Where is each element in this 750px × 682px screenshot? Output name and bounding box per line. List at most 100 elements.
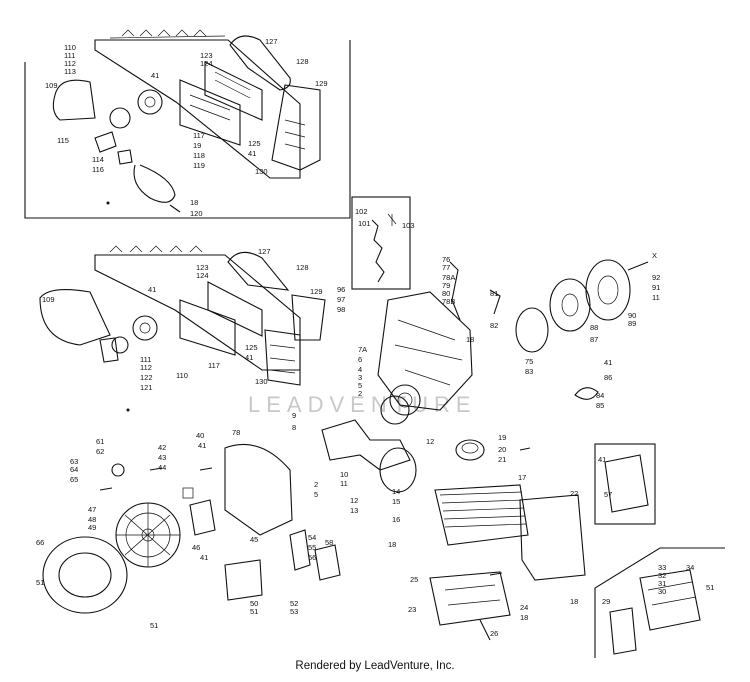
part-label: 41	[200, 553, 208, 562]
part-label: 90	[628, 311, 636, 320]
filter-box	[594, 547, 725, 658]
part-label: 41	[198, 441, 206, 450]
part-label: 97	[337, 295, 345, 304]
part-label: 31	[658, 579, 666, 588]
part-label: 18	[570, 597, 578, 606]
part-label: 19	[498, 433, 506, 442]
part-label: 5	[314, 490, 318, 499]
part-label: 21	[498, 455, 506, 464]
part-label: 85	[596, 401, 604, 410]
part-label: 50	[250, 599, 258, 608]
part-label: 20	[498, 445, 506, 454]
part-label: 78B	[442, 297, 455, 306]
part-label: 115	[57, 136, 69, 145]
part-label: 17	[518, 473, 526, 482]
part-label: 78	[232, 428, 240, 437]
part-label: 111	[64, 51, 75, 60]
part-label: 122	[140, 373, 153, 382]
part-label: 117	[193, 131, 205, 140]
part-label: 130	[255, 167, 268, 176]
part-label: 11	[340, 479, 348, 488]
part-label: 24	[520, 603, 528, 612]
part-label: 41	[148, 285, 156, 294]
part-label: 80	[442, 289, 450, 298]
part-label: 54	[308, 533, 316, 542]
part-label: 13	[350, 506, 358, 515]
part-label: 56	[308, 553, 316, 562]
part-label: 121	[140, 383, 153, 392]
part-label: 26	[490, 629, 498, 638]
part-label: 45	[250, 535, 258, 544]
part-label: 7A	[358, 345, 367, 354]
part-label: 119	[193, 161, 205, 170]
part-label: 3	[358, 373, 362, 382]
part-label: 113	[64, 67, 76, 76]
part-label: 57	[604, 490, 612, 499]
part-label: 51	[706, 583, 714, 592]
part-label: 116	[92, 165, 104, 174]
part-label: 18	[466, 335, 474, 344]
part-label: 114	[92, 155, 104, 164]
part-label: 124	[200, 59, 213, 68]
part-label: 86	[604, 373, 612, 382]
part-label: 96	[337, 285, 345, 294]
part-label: 109	[45, 81, 58, 90]
part-label: 41	[598, 455, 606, 464]
part-label: 2	[314, 480, 318, 489]
engine-group	[42, 395, 586, 641]
part-label: 75	[525, 357, 533, 366]
part-label: 117	[208, 361, 220, 370]
part-label: 18	[520, 613, 528, 622]
part-label: 58	[325, 538, 333, 547]
part-label: 76	[442, 255, 450, 264]
part-label: 110	[64, 43, 76, 52]
footer-credit: Rendered by LeadVenture, Inc.	[295, 660, 455, 672]
part-label: 52	[290, 599, 298, 608]
part-label: 46	[192, 543, 200, 552]
part-label: 18	[190, 198, 198, 207]
part-label: 5	[358, 381, 362, 390]
part-label: 79	[442, 281, 450, 290]
part-label: 48	[88, 515, 96, 524]
part-label: 14	[392, 487, 400, 496]
part-label: 118	[193, 151, 205, 160]
part-label: 61	[96, 437, 104, 446]
part-labels: 1101111121131091151141164112312412712812…	[36, 37, 714, 638]
part-label: 19	[193, 141, 201, 150]
part-label: 130	[255, 377, 268, 386]
part-label: 87	[590, 335, 598, 344]
part-label: 51	[250, 607, 258, 616]
part-label: 49	[88, 523, 96, 532]
part-label: 41	[248, 149, 256, 158]
part-label: 103	[402, 221, 415, 230]
part-label: 89	[628, 319, 636, 328]
part-label: 62	[96, 447, 104, 456]
part-label: 22	[570, 489, 578, 498]
part-label: 63	[70, 457, 78, 466]
part-label: 129	[315, 79, 328, 88]
part-label: 9	[292, 411, 296, 420]
crankcase-clutch-group	[377, 259, 649, 416]
part-label: 101	[358, 219, 371, 228]
part-label: 102	[355, 207, 368, 216]
part-label: 30	[658, 587, 666, 596]
part-label: 124	[196, 271, 209, 280]
small-inset-box	[351, 196, 411, 290]
part-label: 44	[158, 463, 166, 472]
part-label: 18	[388, 540, 396, 549]
part-label: 10	[340, 470, 348, 479]
part-label: 15	[392, 497, 400, 506]
part-label: 92	[652, 273, 660, 282]
part-label: 33	[658, 563, 666, 572]
part-label: 34	[686, 563, 694, 572]
part-label: 41	[151, 71, 159, 80]
part-label: 109	[42, 295, 55, 304]
part-label: 16	[392, 515, 400, 524]
part-label: 40	[196, 431, 204, 440]
part-label: 51	[36, 578, 44, 587]
part-label: 127	[265, 37, 278, 46]
part-label: 88	[590, 323, 598, 332]
part-label: 23	[408, 605, 416, 614]
part-label: 51	[150, 621, 158, 630]
